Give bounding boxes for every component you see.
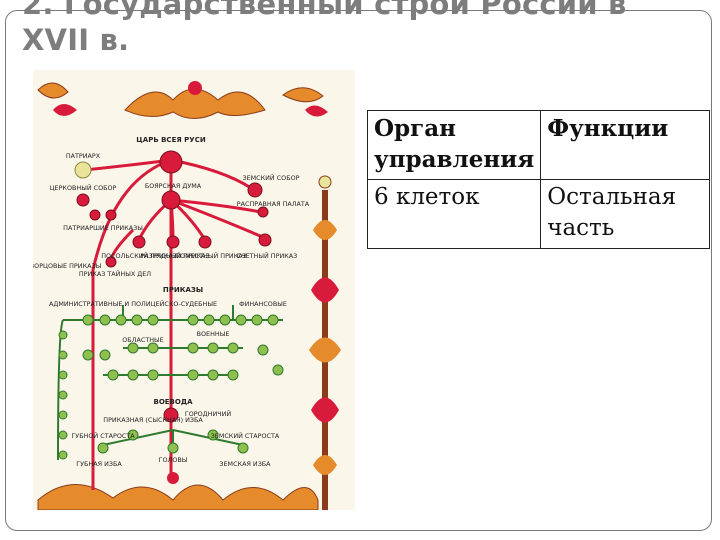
header-cell-functions: Функции (540, 110, 710, 180)
label-patriarch: ПАТРИАРХ (66, 152, 101, 160)
label-secret-prikaz: ПРИКАЗ ТАЙНЫХ ДЕЛ (79, 269, 151, 278)
label-zemsky-sobor: ЗЕМСКИЙ СОБОР (242, 173, 299, 182)
scheme-connectors (84, 158, 266, 490)
label-regional: ОБЛАСТНЫЕ (122, 336, 163, 344)
label-zemsky-starosta: ЗЕМСКИЙ СТАРОСТА (211, 431, 280, 440)
label-prikazy: ПРИКАЗЫ (163, 286, 203, 294)
label-pomestny: ПОМЕСТНЫЙ ПРИКАЗ (175, 251, 246, 260)
table-cell-functions: Остальная часть (540, 179, 710, 249)
green-nodes (58, 314, 284, 460)
label-schetny: СЧЕТНЫЙ ПРИКАЗ (237, 251, 298, 260)
label-razryadny: РАЗРЯДНЫЙ ПРИКАЗ (140, 251, 209, 260)
right-ornament (309, 175, 341, 510)
label-golova: ГОЛОВЫ (159, 456, 188, 464)
title-line-2: XVII в. (22, 23, 130, 57)
table-row: 6 клеток Остальная часть (366, 179, 710, 249)
table-cell-organ: 6 клеток (366, 179, 542, 249)
label-gubnoy: ГУБНОЙ СТАРОСТА (71, 431, 135, 440)
patriarch-node (74, 161, 92, 179)
label-admin: АДМИНИСТРАТИВНЫЕ И ПОЛИЦЕЙСКО-СУДЕБНЫЕ (49, 299, 217, 308)
label-patriarch-prikazy: ПАТРИАРШИЕ ПРИКАЗЫ (63, 224, 143, 232)
label-tsar: ЦАРЬ ВСЕЯ РУСИ (136, 136, 206, 144)
label-military: ВОЕННЫЕ (197, 330, 230, 338)
bottom-ornament (37, 472, 319, 510)
top-ornament (37, 81, 328, 119)
table-header-row: Орган управления Функции (366, 110, 710, 180)
slide-title: 2. Государственный строй России в XVII в… (22, 0, 627, 58)
label-financial: ФИНАНСОВЫЕ (239, 300, 287, 308)
header-cell-organ: Орган управления (366, 110, 542, 180)
government-scheme-image: ЦАРЬ ВСЕЯ РУСИ ПАТРИАРХ ЦЕРКОВНЫЙ СОБОР … (33, 70, 355, 510)
label-gorodnichy: ГОРОДНИЧИЙ (185, 409, 232, 418)
scheme-svg: ЦАРЬ ВСЕЯ РУСИ ПАТРИАРХ ЦЕРКОВНЫЙ СОБОР … (33, 81, 341, 510)
red-nodes (76, 150, 272, 423)
label-church-council: ЦЕРКОВНЫЙ СОБОР (50, 183, 117, 192)
label-voevoda: ВОЕВОДА (153, 398, 193, 406)
label-posolsky: ПОСОЛЬСКИЙ ПРИКАЗ (101, 251, 177, 260)
label-palace-prikazy: ДВОРЦОВЫЕ ПРИКАЗЫ (33, 262, 102, 270)
label-gubnaya-izba: ГУБНАЯ ИЗБА (76, 460, 122, 468)
label-zemskaya-izba: ЗЕМСКАЯ ИЗБА (219, 460, 271, 468)
label-syskny: ПРИКАЗНАЯ (СЫСКНАЯ) ИЗБА (103, 416, 203, 424)
title-line-1: 2. Государственный строй России в (22, 0, 627, 21)
label-rasprava: РАСПРАВНАЯ ПАЛАТА (237, 200, 310, 208)
label-boyar-duma: БОЯРСКАЯ ДУМА (145, 182, 202, 190)
functions-table: Орган управления Функции 6 клеток Осталь… (366, 110, 710, 249)
